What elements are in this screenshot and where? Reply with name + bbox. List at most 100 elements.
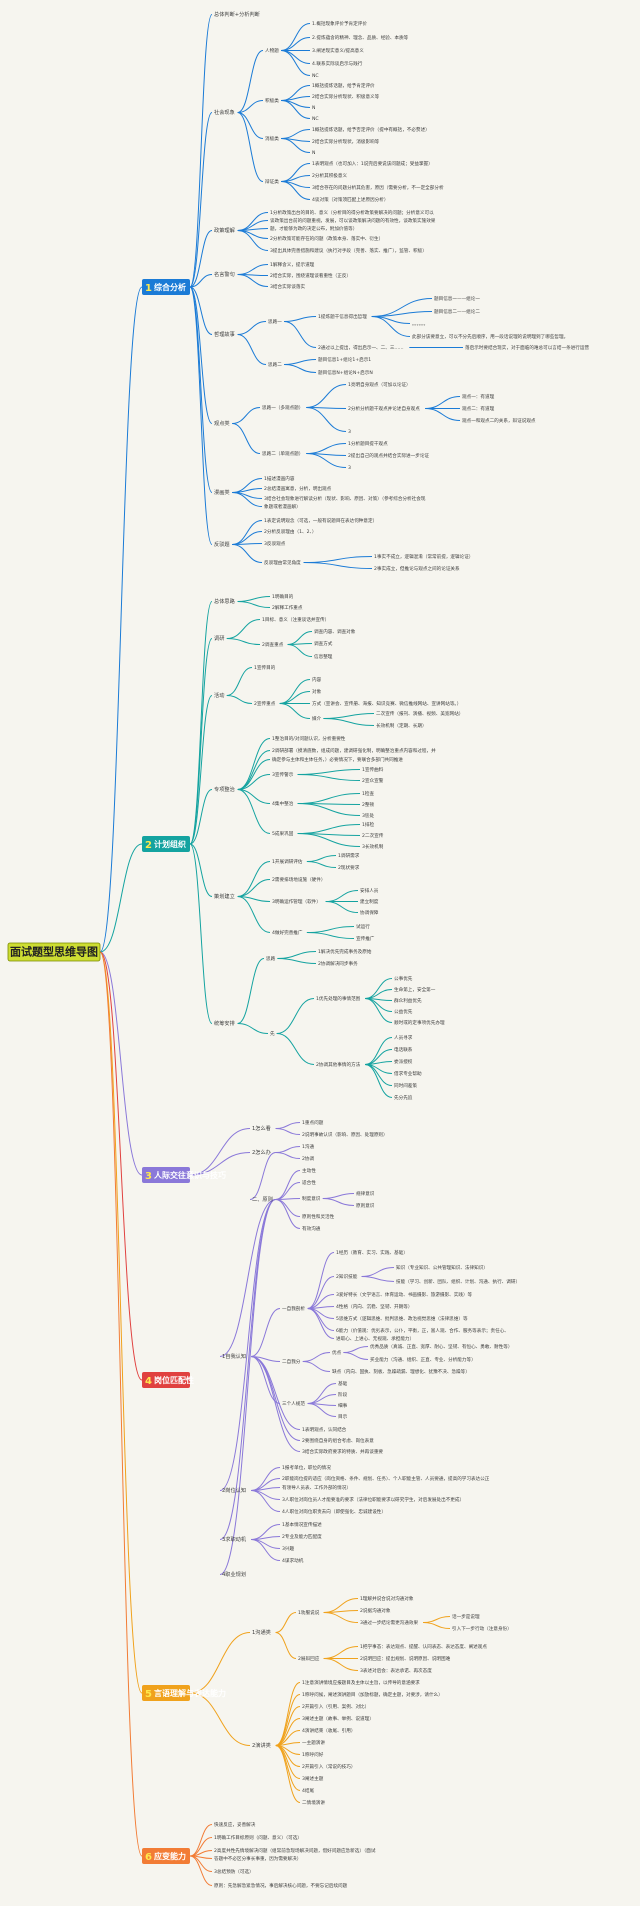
node-label-b6n[interactable]: 委派授权 [394,1058,413,1065]
node-label-c3f[interactable]: 原则性和灵活性 [302,1213,335,1220]
node-label-b6j[interactable]: 顺时或的定事项优先办理 [394,1019,445,1026]
node-label-d1a[interactable]: 一自我剖析 [282,1305,305,1312]
node-label-b4e[interactable]: 1宣传曲料 [362,766,384,773]
node-label-b1[interactable]: 总体思路 [214,597,236,605]
node-label-b1b[interactable]: 2解释工作重点 [272,604,303,611]
node-label-b6m[interactable]: 电话联系 [394,1046,413,1053]
node-label-d1c[interactable]: 2知识技能 [336,1273,358,1280]
node-label-e2k[interactable]: 二情境演讲 [302,1799,325,1806]
node-label-a9[interactable]: 哲理故事 [214,330,235,338]
node-label-b5i[interactable]: 4做好完善推广 [272,929,303,936]
node-label-d1q[interactable]: 基础 [338,1380,348,1387]
node-label-c3b[interactable]: 适合性 [302,1179,316,1186]
node-label-d1l[interactable]: 优点 [332,1349,342,1356]
node-label-b4g[interactable]: 4集中整治 [272,800,294,807]
node-label-b2e[interactable]: 信息整理 [314,653,333,660]
node-label-a10e[interactable]: 观点二：有道理 [462,405,495,412]
node-label-e1g[interactable]: 2展辩回应 [298,1655,320,1662]
node-label-e2e[interactable]: 4演讲结束（收尾、引用） [302,1727,355,1734]
node-label-a10c[interactable]: 2分析分析题干观点并论述自身观点 [348,405,420,412]
node-label-b4c[interactable]: 确定参与主体和主体任务，）必要情况下，要联合多部门共同推进 [272,756,403,763]
node-label-b6q[interactable]: 先分先追 [394,1094,413,1101]
node-label-b4b[interactable]: 2调研部署（摸清底数，组成问题，建调研强化制，明确整治重点内容和过程，并 [272,747,436,754]
node-label-b5d[interactable]: 2需要排场地设施（硬件） [272,876,325,883]
node-label-d1h[interactable]: 5思维方式（逻辑思维、批判思维、政治视觉思维（法律思维）等 [336,1315,468,1322]
node-label-b6d[interactable]: 先 [270,1030,275,1037]
node-label-b5e[interactable]: 3明确运作管理（软件） [272,898,321,905]
node-label-f6[interactable]: 原则：先急解急紧急情况，事后解决核心问题，不要忘记后续问题 [214,1882,348,1889]
node-label-b2b[interactable]: 2调查重点 [262,641,284,648]
node-label-a8c[interactable]: 3结合实际谈落实 [270,283,305,290]
node-label-a9k[interactable]: 题目信息N+组论N+启示N [318,369,373,376]
node-label-b6c[interactable]: 2协调解决同步事务 [318,960,358,967]
node-label-b4[interactable]: 专项整治 [214,785,235,793]
node-label-c2a[interactable]: 1沟通 [302,1143,315,1150]
node-label-a5c[interactable]: N [312,150,315,156]
node-label-a1[interactable]: 总体判断+分析判断 [214,10,260,18]
node-label-d1j[interactable]: 进取心、上进心、无视观、承担能力） [336,1335,414,1342]
node-label-a5b[interactable]: 2结合实际分析现状，消极影响等 [312,138,380,145]
node-label-c1b[interactable]: 2说明事故认识（影响、原因、处理原则） [302,1131,388,1138]
node-label-c3e[interactable]: 原则意识 [356,1202,375,1209]
node-label-a4[interactable]: 积极类 [265,97,279,104]
node-label-d1w[interactable]: 3结合实际政府要求的特质、并再谈重要 [302,1448,383,1455]
node-label-b5h[interactable]: 协调保障 [360,909,379,916]
node-label-b5f[interactable]: 安排人员 [360,887,379,894]
node-label-a6a[interactable]: 1表明观点（也可加入：1说完后要说该问题成；受益掌握） [312,160,433,167]
node-label-c2[interactable]: 2怎么办 [252,1148,271,1156]
node-label-b6f[interactable]: 公事优先 [394,975,413,982]
node-label-b4j[interactable]: 3惩处 [362,812,375,819]
node-label-e1j[interactable]: 3表述对后会：表达承诺、再次态度 [360,1667,432,1674]
node-label-a9d[interactable]: 题目信息二——组论二 [434,308,480,315]
node-label-a6d[interactable]: 4谈对策（对策须匹配上述原因分析） [312,196,388,203]
node-label-d3a[interactable]: 1基本情况宣传描述 [282,1521,322,1528]
node-label-b3e[interactable]: 方式（宣讲会、宣传册、海报、知识竞赛、微信推线网站、宣讲网站等。） [312,700,461,707]
node-label-a8[interactable]: 名言警句 [214,270,235,278]
node-label-b3f[interactable]: 媒介 [312,715,322,722]
node-label-d1s[interactable]: 细事 [338,1402,348,1409]
node-label-a4a[interactable]: 1概括提炼话题，给予肯定评价 [312,82,375,89]
root-node[interactable]: 面试题型思维导图 [7,942,101,962]
node-label-b4h[interactable]: 1检查 [362,790,375,797]
node-label-d1n[interactable]: 买业能力（沟通、组织、正直、专业、分析能力等） [370,1356,476,1363]
node-label-b5k[interactable]: 宣传推广 [356,935,375,942]
node-label-b6k[interactable]: 2协调其他事情的方法 [316,1061,361,1068]
node-label-a7c[interactable]: 题，才能够为政的决定公布，附加价值等） [270,225,357,232]
node-label-b6e[interactable]: 1优先处理的事情范围 [316,995,361,1002]
node-label-a7e[interactable]: 3提出具体完善措施和建议（执行对手段（完善、落实、推广），监管、积极） [270,247,427,254]
node-label-f1[interactable]: 快速反应，妥善解决 [214,1821,256,1828]
node-label-c2b[interactable]: 2协调 [302,1155,315,1162]
node-label-d2e[interactable]: 4人职位对岗位职责去向（即使强化、忠诚建设性） [282,1508,386,1515]
node-label-b5j[interactable]: 试运行 [356,923,370,930]
node-label-f3[interactable]: 2高度共性先情境解决问题（组常前急现场解决问题，借好问题应急新选）（面试 [214,1847,376,1854]
node-label-b5b[interactable]: 1调研需求 [338,852,360,859]
node-label-a3b[interactable]: 2.提炼蕴含的精神、理念、品质、经验、本质等 [312,34,409,41]
node-label-a10f[interactable]: 观点一和观点二的关系，辩证说观点 [462,417,536,424]
node-label-a9a[interactable]: 思路一 [268,318,282,325]
node-label-d1g[interactable]: 4性格（内向、沉稳、坚韧、开朗等） [336,1303,412,1310]
node-label-e1e[interactable]: 话一步是说理 [452,1613,480,1620]
node-label-a12a[interactable]: 1表定说明观念（可选，一般有说题目在表达何种意定） [264,517,377,524]
node-label-a3e[interactable]: NC [312,73,319,79]
node-label-e2[interactable]: 2演讲类 [252,1741,271,1749]
node-label-d2c[interactable]: 有领导人员表、工作外部的情况） [282,1484,351,1491]
node-label-d1[interactable]: 1自我认知 [222,1352,246,1360]
node-label-e1d[interactable]: 3通过一步结论需更沟通效果 [360,1619,418,1626]
node-label-b6i[interactable]: 公益优先 [394,1008,413,1015]
node-label-a10i[interactable]: 1分析题目提干观点 [348,440,388,447]
node-label-d4[interactable]: 4职业规划 [222,1570,246,1578]
node-label-d1b[interactable]: 1经历（教育、实习、实践、基础） [336,1249,408,1256]
node-label-e2i[interactable]: 3阐述主题 [302,1775,324,1782]
node-label-b3d[interactable]: 对象 [312,688,322,695]
node-label-e2g[interactable]: 1称呼问好 [302,1751,324,1758]
node-label-a10k[interactable]: 3 [348,465,351,471]
node-label-b2[interactable]: 调研 [214,634,224,642]
node-label-b2c[interactable]: 调查内容、调查对象 [314,628,356,635]
node-label-a2[interactable]: 社会现象 [214,108,235,116]
node-label-a10b[interactable]: 1亮明自身观点（可加以论证） [348,381,411,388]
node-label-d1t[interactable]: 目示 [338,1414,348,1420]
node-label-b3g[interactable]: 二次宣传（报刊、演播、视频、美宽网站） [376,710,463,717]
node-label-a7[interactable]: 政策理解 [214,226,235,234]
